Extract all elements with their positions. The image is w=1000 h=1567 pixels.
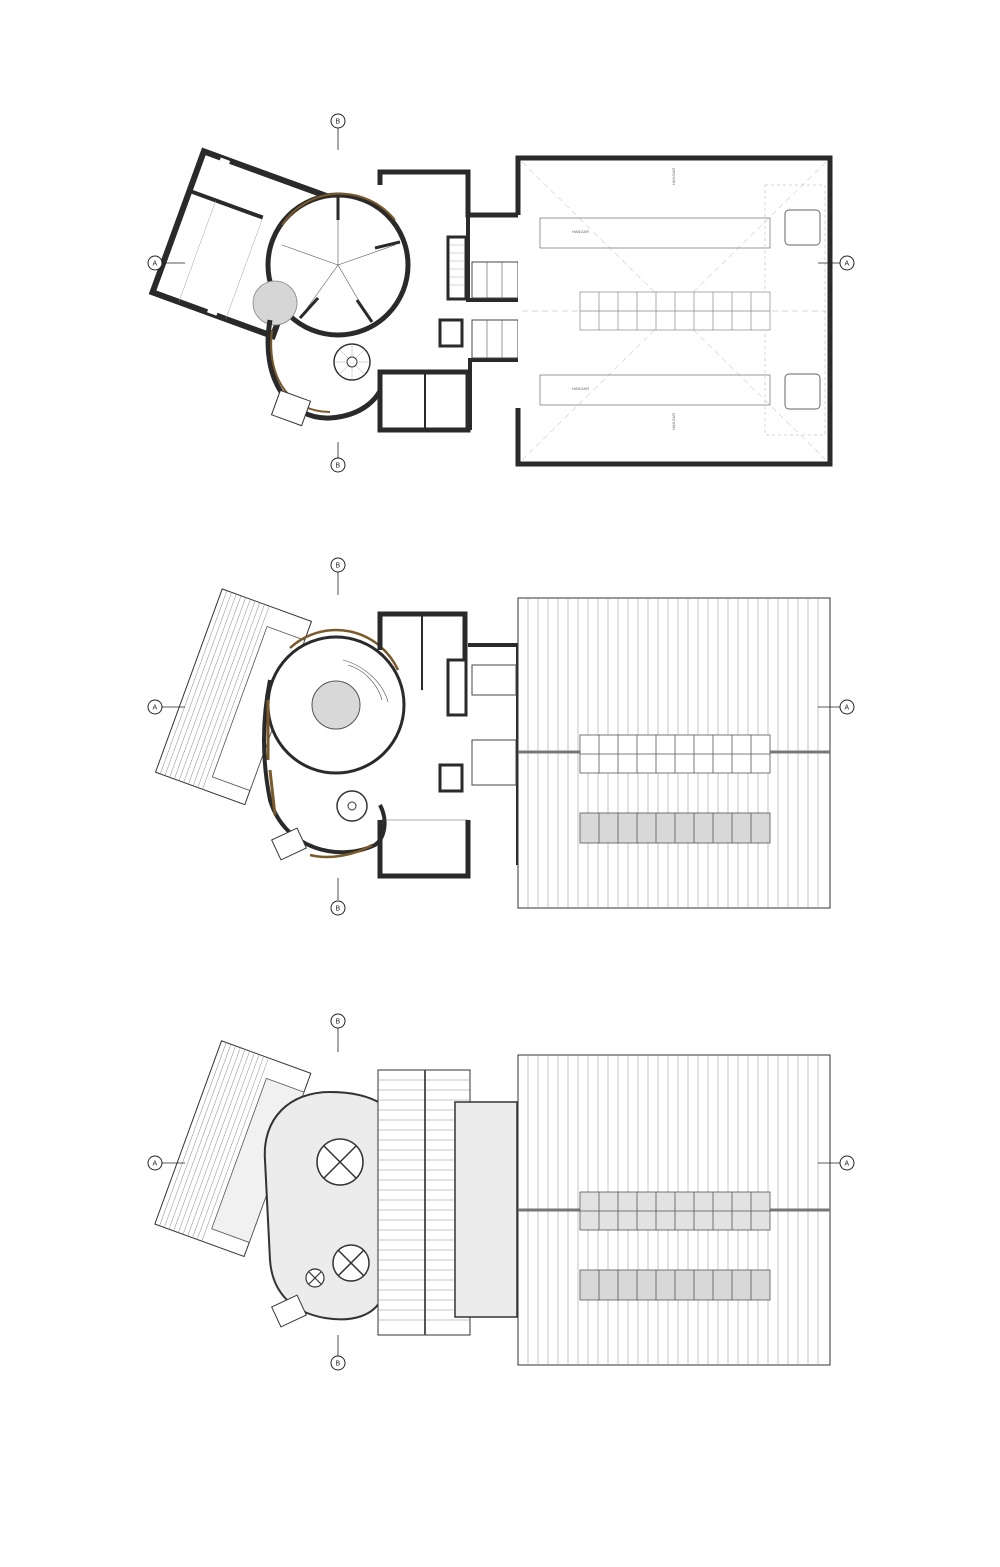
section-marker-letter: A (153, 261, 158, 268)
section-marker-letter: A (153, 705, 158, 712)
rotunda (252, 192, 411, 338)
svg-text:HANGAR: HANGAR (671, 413, 676, 430)
section-marker: B (330, 1013, 346, 1052)
middle-block-first (377, 611, 520, 879)
section-marker: A (818, 1155, 855, 1171)
section-marker-letter: A (845, 1161, 850, 1168)
hangar: HANGAR HANGAR HANGAR HANGAR (515, 155, 833, 467)
skylight-grid-first-upper (579, 734, 771, 774)
section-marker-letter: B (336, 1019, 341, 1026)
svg-text:HANGAR: HANGAR (671, 168, 676, 185)
section-marker: A (147, 699, 185, 715)
section-marker: A (818, 255, 855, 271)
section-marker: B (330, 557, 346, 595)
section-marker-letter: B (336, 119, 341, 126)
skylight-grid-ground (579, 291, 771, 331)
foyer (265, 319, 388, 427)
section-marker-letter: B (336, 906, 341, 913)
section-marker-letter: A (845, 705, 850, 712)
skylight-grid-first-lower (579, 812, 771, 844)
skylight-grid-roof-lower (579, 1269, 771, 1301)
section-marker-letter: B (336, 1361, 341, 1368)
section-marker-letter: B (336, 463, 341, 470)
section-marker-letter: A (153, 1161, 158, 1168)
rotunda-first (262, 628, 406, 861)
first-floor-plan (154, 588, 831, 909)
section-marker: A (818, 699, 855, 715)
roof-plan (154, 1040, 831, 1366)
section-marker-letter: B (336, 563, 341, 570)
section-marker: B (330, 1335, 346, 1371)
hangar-roof-first (517, 597, 831, 909)
skylight-grid-roof-upper (579, 1191, 771, 1231)
svg-text:HANGAR: HANGAR (572, 386, 589, 391)
section-marker-letter: A (845, 261, 850, 268)
section-marker: B (330, 878, 346, 916)
ground-floor-plan: HANGAR HANGAR HANGAR HANGAR (148, 147, 833, 467)
middle-block (377, 169, 522, 433)
section-markers: B B A A B B A A B B A A (147, 113, 855, 1371)
section-marker: A (147, 1155, 185, 1171)
section-marker: B (330, 113, 346, 150)
section-marker: A (147, 255, 185, 271)
section-marker: B (330, 442, 346, 473)
middle-roof (377, 1069, 518, 1336)
hangar-roof (517, 1054, 831, 1366)
svg-text:HANGAR: HANGAR (572, 229, 589, 234)
